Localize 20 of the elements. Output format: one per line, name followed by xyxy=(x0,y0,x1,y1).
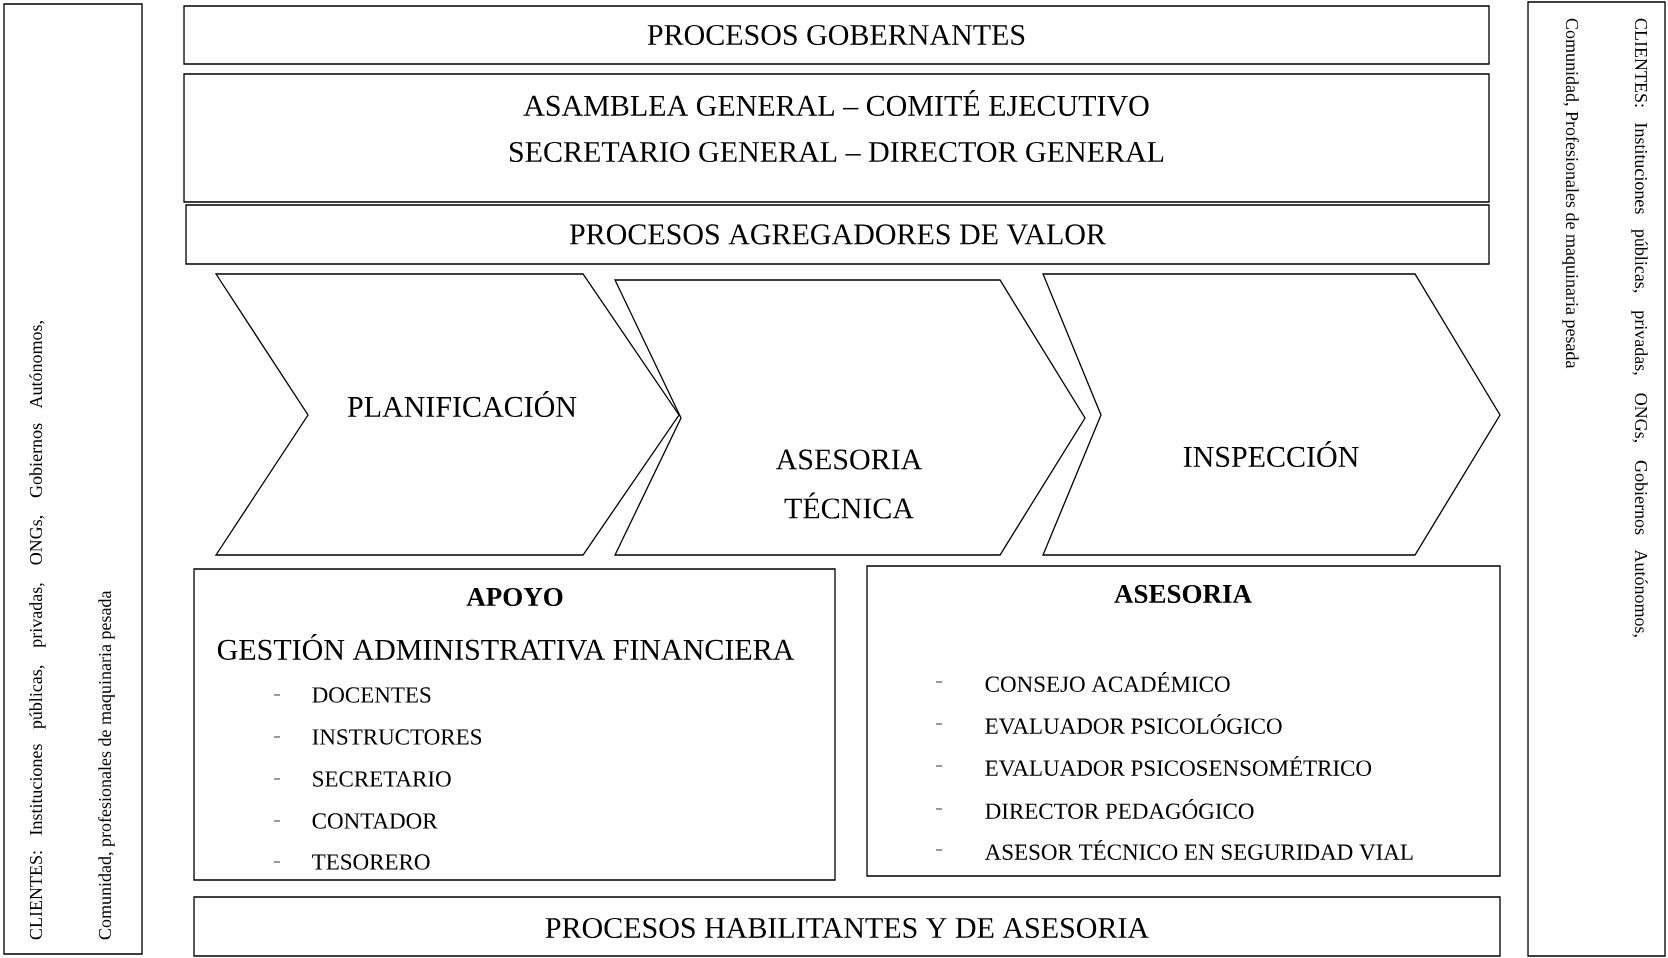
list-item: CONTADOR xyxy=(273,813,438,829)
process-bar: PROCESOS GOBERNANTES xyxy=(183,5,1490,65)
list-item: EVALUADOR PSICOLÓGICO xyxy=(935,713,1282,735)
side-panel: CLIENTES: Instituciones públicas, privadas, ONGs, Gobiernos Autónomos, Comunidad, Profesionales de maquinaria pesada xyxy=(1527,1,1666,957)
list-item: INSTRUCTORES xyxy=(273,729,482,745)
box-text: SECRETARIO GENERAL – DIRECTOR GENERAL xyxy=(510,141,1164,163)
list-item: EVALUADOR PSICOSENSOMÉTRICO xyxy=(935,755,1372,777)
list-item: CONSEJO ACADÉMICO xyxy=(935,672,1230,692)
panel-heading: ASESORIA xyxy=(1114,584,1252,604)
list-item: ASESOR TÉCNICO EN SEGURIDAD VIAL xyxy=(935,839,1413,861)
box-text: ASAMBLEA GENERAL – COMITÉ EJECUTIVO xyxy=(523,89,1149,117)
panel-heading: APOYO xyxy=(466,587,563,607)
list-item: DIRECTOR PEDAGÓGICO xyxy=(935,799,1254,819)
side-panel: CLIENTES: Instituciones públicas, privadas, ONGs, Gobiernos Autónomos, Comunidad, profesionales de maquinaria pesada xyxy=(3,3,143,955)
list-item: TESORERO xyxy=(273,854,430,870)
list-item: DOCENTES xyxy=(273,687,431,703)
list-item: SECRETARIO xyxy=(273,771,451,787)
process-bar: PROCESOS AGREGADORES DE VALOR xyxy=(185,204,1490,265)
process-bar: PROCESOS HABILITANTES Y DE ASESORIA xyxy=(193,896,1501,957)
panel-subheading: GESTIÓN ADMINISTRATIVA FINANCIERA xyxy=(217,633,795,661)
